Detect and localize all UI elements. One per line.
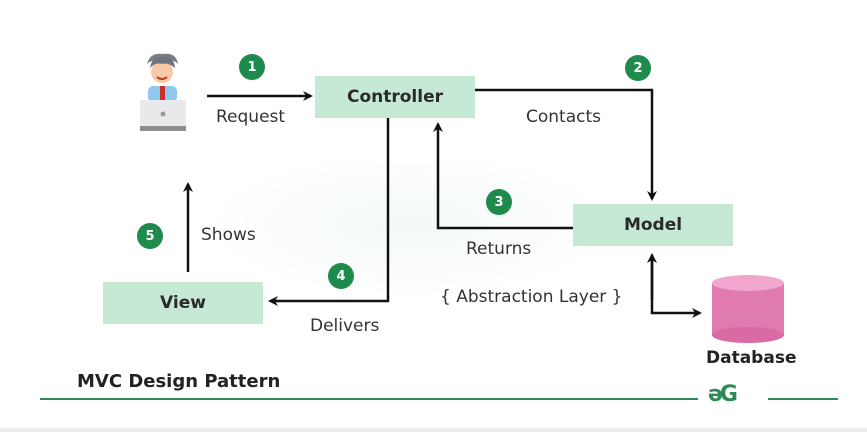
arrow-delivers [268,118,390,306]
arrow-returns [433,122,573,230]
controller-node[interactable]: Controller [315,76,475,118]
edge-label-delivers: Delivers [310,316,380,336]
step-badge-5: 5 [137,223,163,249]
bottom-strip [0,428,867,432]
abstraction-layer-label: { Abstraction Layer } [440,287,623,307]
edge-label-request: Request [216,107,286,127]
user-at-laptop-icon [140,53,186,131]
footer-divider-right [768,398,838,400]
database-cylinder-icon [712,275,784,343]
step-badge-4: 4 [328,263,354,289]
geeksforgeeks-logo: əG [708,382,738,407]
background-watermark [200,150,620,300]
diagram-title: MVC Design Pattern [77,371,281,392]
edge-label-shows: Shows [201,225,256,245]
footer-divider-left [40,398,698,400]
step-badge-2: 2 [625,55,651,81]
edge-label-returns: Returns [466,239,532,259]
step-badge-1: 1 [239,54,265,80]
step-badge-3: 3 [486,189,512,215]
model-node[interactable]: Model [573,204,733,246]
view-node[interactable]: View [103,282,263,324]
edge-label-contacts: Contacts [526,107,601,127]
database-label: Database [706,348,797,368]
arrow-contacts [475,88,657,201]
arrow-model-database [650,258,702,318]
